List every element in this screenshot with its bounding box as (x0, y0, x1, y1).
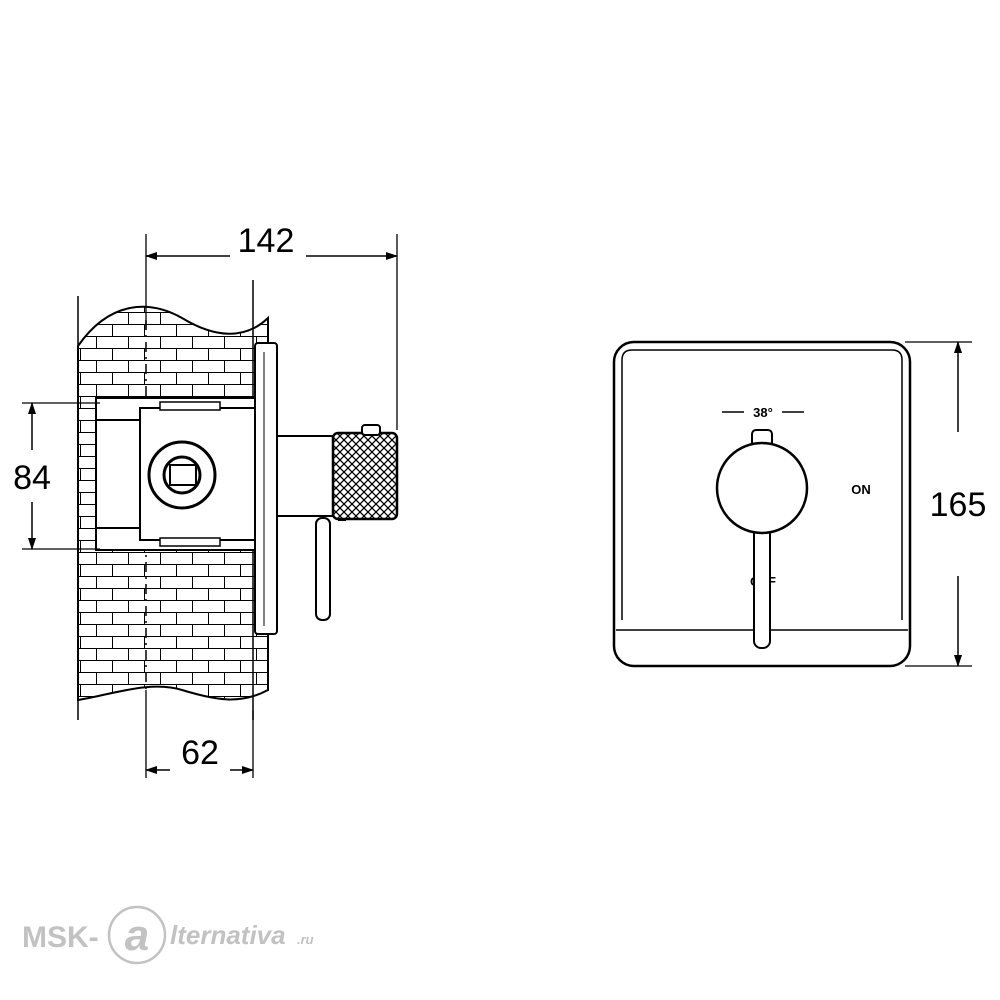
side-view: 142 62 84 (13, 222, 399, 778)
plate-bevel (621, 349, 903, 620)
on-label: ON (851, 482, 871, 497)
watermark-at-icon (107, 905, 167, 965)
temperature-mark-label: 38° (753, 405, 773, 420)
handle-cap (361, 424, 381, 436)
dimension-62-label: 62 (181, 734, 219, 772)
knurled-handle (331, 431, 399, 521)
watermark: MSK- a lternativa .ru (22, 905, 314, 965)
spindle (276, 435, 336, 517)
temperature-mark: 38° (722, 405, 804, 420)
dimension-165: 165 (905, 341, 987, 667)
watermark-domain: .ru (297, 932, 314, 947)
mixer-body (95, 397, 257, 551)
dimension-62: 62 (145, 690, 254, 778)
dimension-165-label: 165 (930, 486, 987, 524)
watermark-at-glyph: a (125, 911, 149, 960)
dimension-84: 84 (13, 402, 100, 550)
watermark-suffix: lternativa (170, 920, 286, 950)
dimension-84-label: 84 (13, 459, 51, 497)
lever-front (753, 517, 771, 649)
dimension-142-label: 142 (238, 222, 295, 260)
round-handle (715, 441, 809, 535)
dimension-142: 142 (145, 222, 398, 430)
cover-plate-side (254, 342, 278, 635)
watermark-prefix: MSK- (22, 921, 99, 954)
lever-side (315, 517, 331, 621)
front-view: 38° OFF ON 165 (612, 340, 987, 668)
